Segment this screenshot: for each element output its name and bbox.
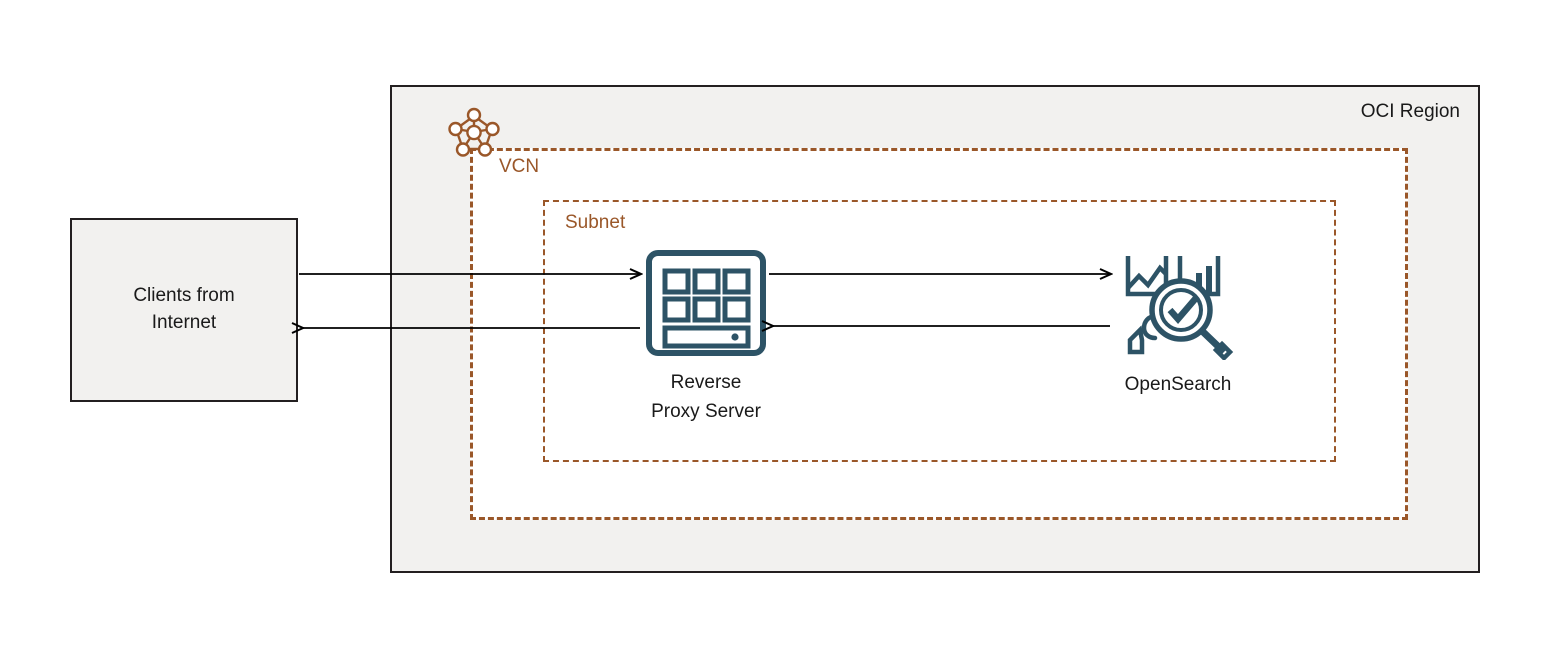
- clients-from-internet-node: Clients from Internet: [70, 218, 298, 402]
- reverse-proxy-server-label: Reverse Proxy Server: [651, 372, 761, 423]
- vcn-container: [470, 148, 1408, 520]
- reverse-proxy-server-icon: [645, 249, 767, 357]
- subnet-container: [543, 200, 1336, 462]
- clients-from-internet-label: Clients from Internet: [133, 285, 235, 333]
- vcn-network-nodes-icon: [446, 104, 502, 160]
- vcn-label: VCN: [499, 156, 540, 177]
- oci-region-label: OCI Region: [1360, 101, 1460, 122]
- opensearch-label: OpenSearch: [1124, 374, 1232, 395]
- subnet-label: Subnet: [565, 212, 626, 233]
- opensearch-magnifier-charts-icon: [1118, 248, 1236, 362]
